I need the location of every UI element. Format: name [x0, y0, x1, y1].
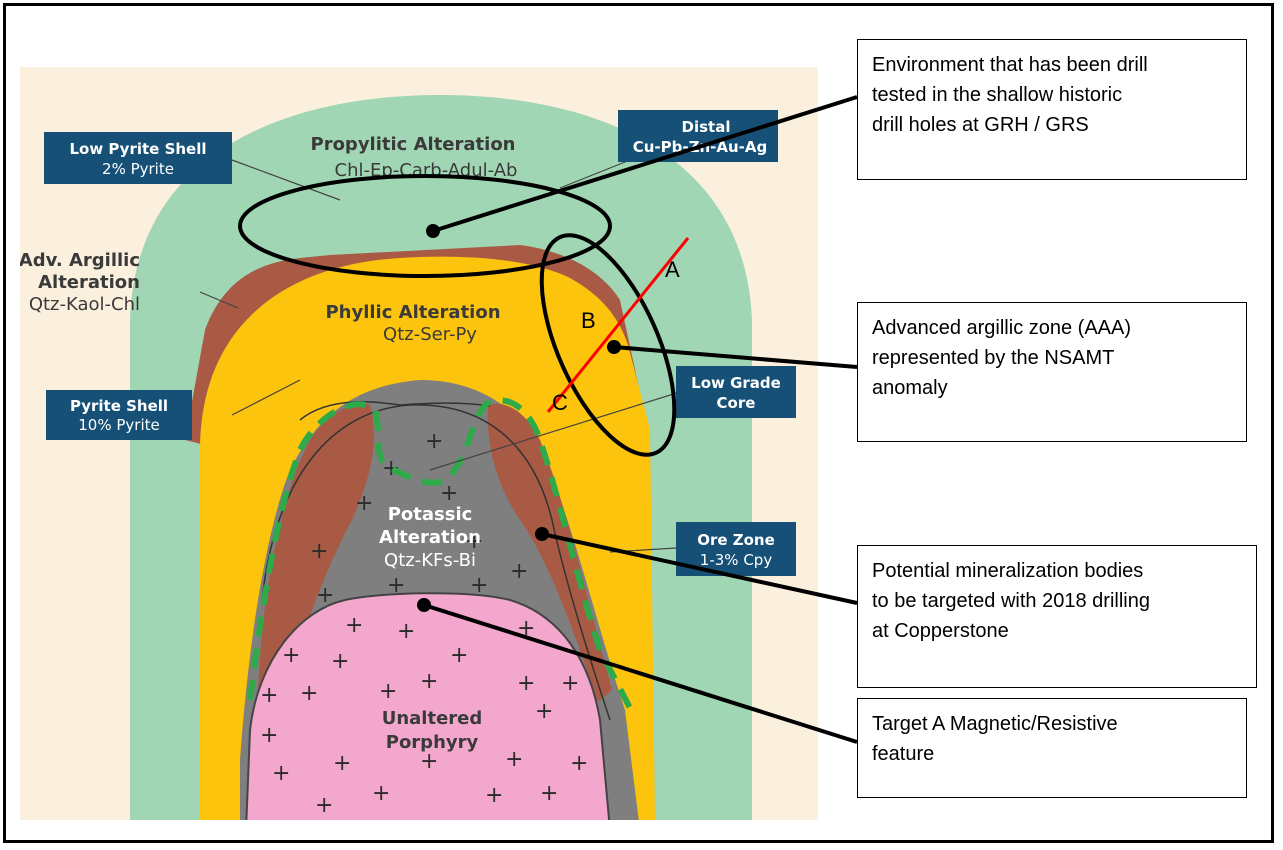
svg-text:+: + [570, 751, 588, 776]
svg-text:+: + [540, 781, 558, 806]
svg-text:+: + [282, 643, 300, 668]
svg-text:+: + [379, 679, 397, 704]
dot-aaa [607, 340, 621, 354]
svg-text:+: + [485, 783, 503, 808]
callout-aaa-line3: anomaly [872, 373, 1234, 403]
svg-text:+: + [272, 761, 290, 786]
svg-text:+: + [310, 539, 328, 564]
svg-text:+: + [535, 699, 553, 724]
callout-drill-tested: Environment that has been drill tested i… [857, 39, 1247, 180]
tag-distal: Distal Cu-Pb-Zn-Au-Ag [618, 110, 778, 162]
svg-text:+: + [331, 649, 349, 674]
callout-target-a: Target A Magnetic/Resistive feature [857, 698, 1247, 798]
callout-mineralization-line3: at Copperstone [872, 616, 1244, 646]
callout-mineralization-line2: to be targeted with 2018 drilling [872, 586, 1244, 616]
callout-drill-tested-line1: Environment that has been drill [872, 50, 1234, 80]
callout-target-a-line1: Target A Magnetic/Resistive [872, 709, 1234, 739]
phyllic-title: Phyllic Alteration [325, 302, 500, 323]
callout-mineralization-line1: Potential mineralization bodies [872, 556, 1244, 586]
tag-low-grade-sub: Core [717, 394, 756, 412]
tag-ore-zone-title: Ore Zone [697, 531, 775, 549]
alteration-model-panel: ++++ ++++ ++++ ++++ ++++ ++++ ++++ ++++ … [19, 67, 818, 830]
svg-text:+: + [260, 683, 278, 708]
svg-text:+: + [505, 747, 523, 772]
unaltered-line2: Porphyry [386, 732, 479, 753]
adv-argillic-minerals: Qtz-Kaol-Chl [29, 294, 140, 315]
section-label-b: B [581, 308, 596, 333]
tag-low-grade-core: Low Grade Core [676, 366, 796, 418]
section-label-c: C [552, 390, 568, 415]
svg-text:+: + [517, 671, 535, 696]
svg-text:+: + [397, 619, 415, 644]
svg-text:+: + [510, 559, 528, 584]
callout-drill-tested-line3: drill holes at GRH / GRS [872, 110, 1234, 140]
callout-aaa-line1: Advanced argillic zone (AAA) [872, 313, 1234, 343]
tag-low-grade-title: Low Grade [691, 374, 781, 392]
svg-text:+: + [355, 491, 373, 516]
svg-text:+: + [316, 583, 334, 608]
svg-text:+: + [425, 429, 443, 454]
svg-text:+: + [420, 669, 438, 694]
potassic-line1: Potassic [388, 504, 473, 525]
tag-pyrite-shell-title: Pyrite Shell [70, 397, 168, 415]
tag-ore-zone-sub: 1-3% Cpy [700, 551, 773, 569]
unaltered-line1: Unaltered [382, 708, 483, 729]
adv-argillic-line1: Adv. Argillic [19, 250, 140, 271]
svg-text:+: + [440, 481, 458, 506]
adv-argillic-line2: Alteration [38, 272, 140, 293]
svg-text:+: + [470, 573, 488, 598]
callout-target-a-line2: feature [872, 739, 1234, 769]
svg-text:+: + [450, 643, 468, 668]
tag-pyrite-shell-sub: 10% Pyrite [78, 416, 159, 434]
potassic-line2: Alteration [379, 527, 481, 548]
svg-text:+: + [561, 671, 579, 696]
svg-text:+: + [300, 681, 318, 706]
callout-drill-tested-line2: tested in the shallow historic [872, 80, 1234, 110]
svg-text:+: + [315, 793, 333, 818]
callout-aaa-zone: Advanced argillic zone (AAA) represented… [857, 302, 1247, 442]
tag-low-pyrite-title: Low Pyrite Shell [69, 140, 206, 158]
tag-low-pyrite-shell: Low Pyrite Shell 2% Pyrite [44, 132, 232, 184]
propylitic-title: Propylitic Alteration [311, 134, 516, 155]
potassic-minerals: Qtz-KFs-Bi [384, 550, 476, 571]
tag-distal-title: Distal [682, 118, 731, 136]
svg-text:+: + [372, 781, 390, 806]
svg-text:+: + [260, 723, 278, 748]
phyllic-minerals: Qtz-Ser-Py [383, 324, 477, 345]
dot-drill-tested [426, 224, 440, 238]
dot-mineralization [535, 527, 549, 541]
callout-mineralization: Potential mineralization bodies to be ta… [857, 545, 1257, 688]
tag-pyrite-shell: Pyrite Shell 10% Pyrite [46, 390, 192, 440]
svg-text:+: + [333, 751, 351, 776]
svg-text:+: + [345, 613, 363, 638]
dot-target-a [417, 598, 431, 612]
callout-aaa-line2: represented by the NSAMT [872, 343, 1234, 373]
svg-text:+: + [387, 573, 405, 598]
section-label-a: A [665, 257, 680, 282]
tag-low-pyrite-sub: 2% Pyrite [102, 160, 174, 178]
